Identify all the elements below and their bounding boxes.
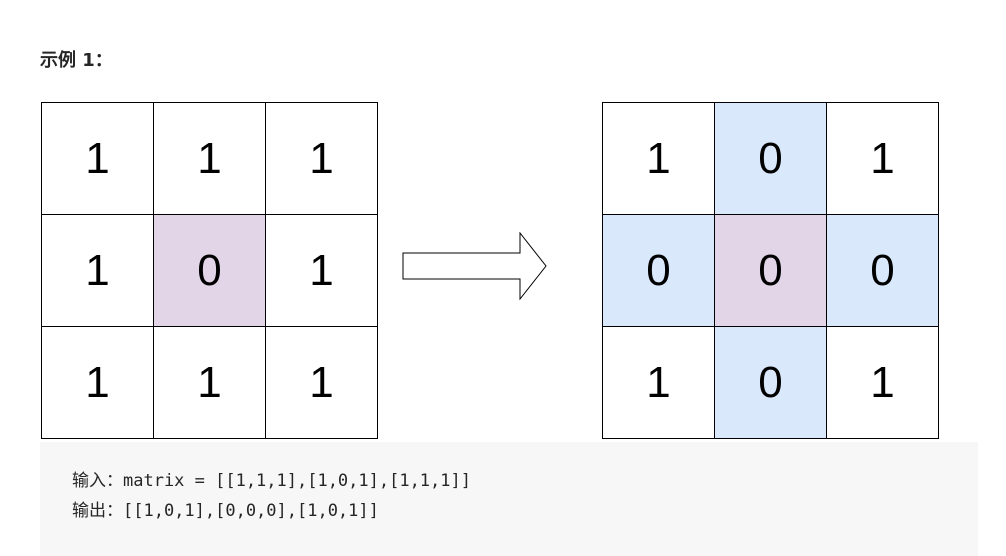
matrix-cell: 1: [42, 327, 154, 439]
input-line: 输入：matrix = [[1,1,1],[1,0,1],[1,1,1]]: [72, 471, 471, 491]
matrix-cell: 1: [827, 103, 939, 215]
matrix-cell: 1: [266, 327, 378, 439]
example-title: 示例 1：: [40, 50, 113, 71]
matrix-cell: 1: [266, 215, 378, 327]
matrix-cell: 1: [266, 103, 378, 215]
matrix-cell: 1: [827, 327, 939, 439]
matrix-cell: 1: [154, 103, 266, 215]
matrix-cell: 0: [715, 103, 827, 215]
matrix-cell: 1: [154, 327, 266, 439]
matrix-cell: 0: [715, 327, 827, 439]
output-line: 输出：[[1,0,1],[0,0,0],[1,0,1]]: [72, 501, 379, 521]
matrix-cell: 0: [827, 215, 939, 327]
matrix-cell: 1: [603, 327, 715, 439]
right-arrow-icon: [402, 232, 547, 300]
output-matrix: 1 0 1 0 0 0 1 0 1: [602, 102, 939, 439]
matrix-cell: 0: [154, 215, 266, 327]
matrix-cell: 0: [603, 215, 715, 327]
example-code-block: 输入：matrix = [[1,1,1],[1,0,1],[1,1,1]] 输出…: [40, 442, 978, 556]
input-matrix: 1 1 1 1 0 1 1 1 1: [41, 102, 378, 439]
matrix-cell: 0: [715, 215, 827, 327]
matrix-cell: 1: [42, 215, 154, 327]
matrix-cell: 1: [42, 103, 154, 215]
matrix-cell: 1: [603, 103, 715, 215]
